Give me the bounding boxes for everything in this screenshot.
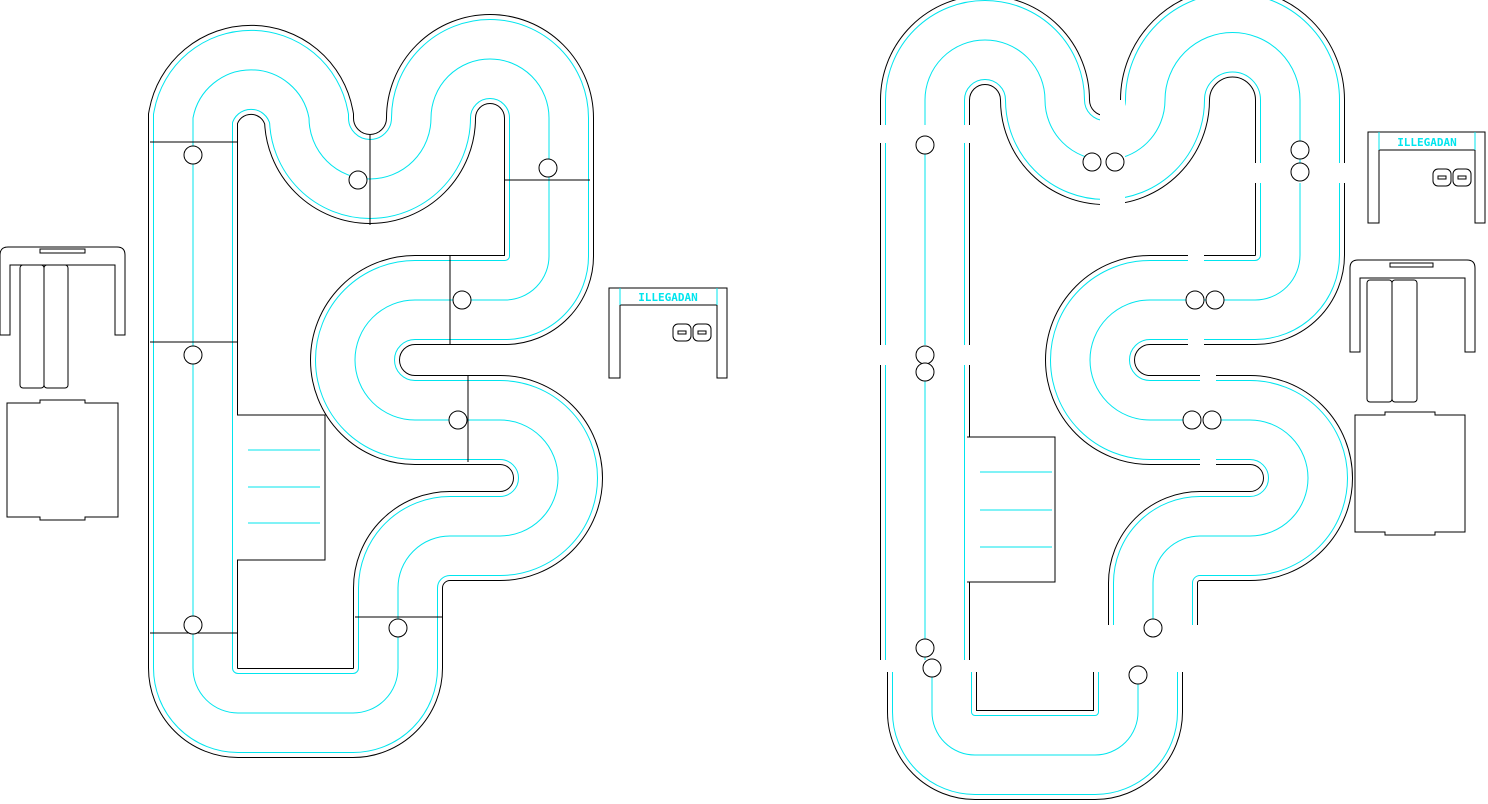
start-gate-right: ILLEGADAN bbox=[1367, 131, 1486, 224]
left-track-assembled bbox=[150, 59, 590, 713]
start-gate-left: ILLEGADAN bbox=[608, 287, 728, 379]
gate-label: ILLEGADAN bbox=[1397, 136, 1457, 149]
pit-lane bbox=[967, 436, 1056, 583]
chassis-parts-right bbox=[1349, 259, 1476, 536]
chassis-parts-left bbox=[0, 246, 126, 521]
pit-lane bbox=[237, 414, 326, 561]
gate-label: ILLEGADAN bbox=[638, 291, 698, 304]
puzzle-joints bbox=[150, 135, 590, 638]
piece-separations bbox=[870, 100, 1350, 685]
right-track-pieces bbox=[870, 33, 1350, 756]
